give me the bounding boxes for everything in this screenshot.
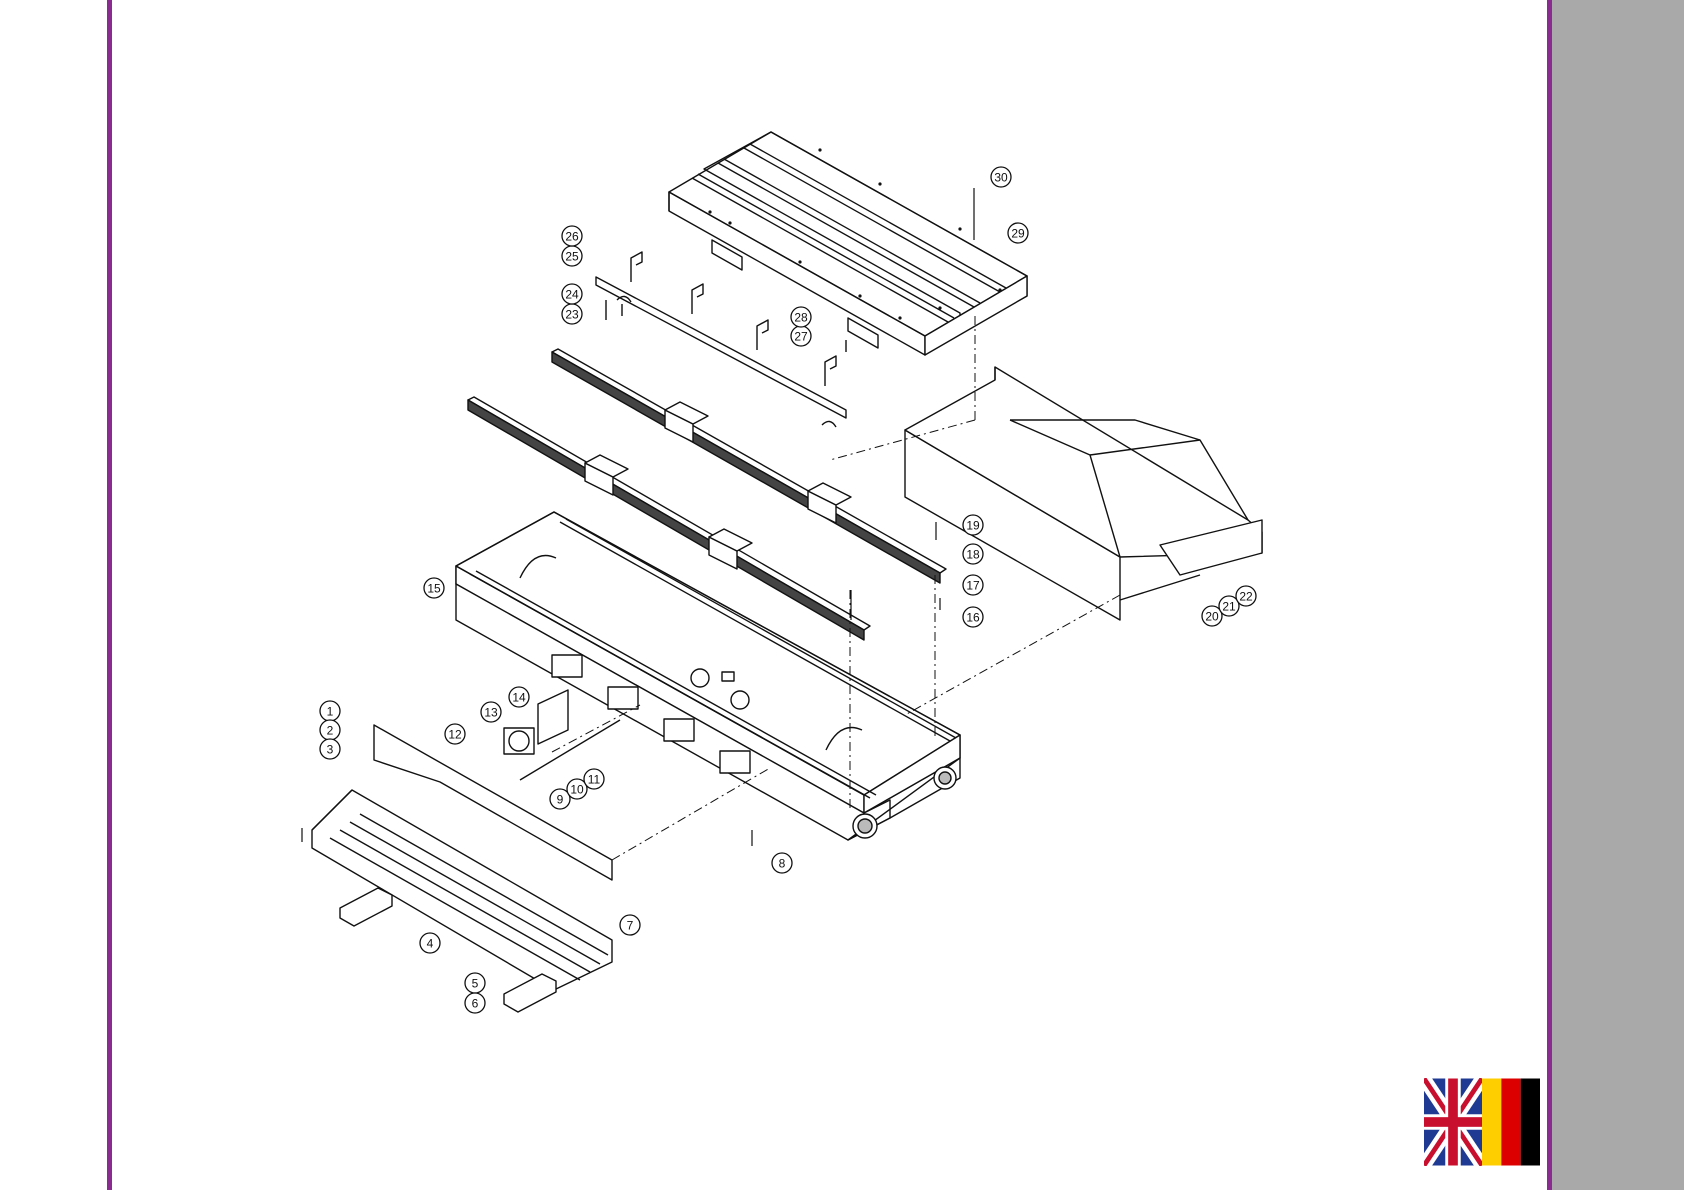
callout-number: 18 [966, 548, 980, 562]
part-callout-22: 22 [1236, 586, 1256, 606]
callout-number: 10 [570, 783, 584, 797]
callout-number: 19 [966, 519, 980, 533]
part-callout-14: 14 [509, 687, 529, 707]
callout-number: 12 [448, 728, 462, 742]
callout-number: 23 [565, 308, 579, 322]
callout-number: 13 [484, 706, 498, 720]
part-callout-13: 13 [481, 702, 501, 722]
callout-number: 16 [966, 611, 980, 625]
callout-number: 21 [1222, 600, 1236, 614]
callout-number: 30 [994, 171, 1008, 185]
callout-number: 2 [327, 724, 334, 738]
right-telescopic-cover [905, 367, 1262, 620]
part-callout-2: 2 [320, 720, 340, 740]
machine-bed [456, 512, 960, 840]
callout-number: 6 [472, 997, 479, 1011]
callout-number: 5 [472, 977, 479, 991]
left-telescopic-cover [312, 725, 612, 1012]
part-callout-18: 18 [963, 544, 983, 564]
part-callout-15: 15 [424, 578, 444, 598]
callout-number: 24 [565, 288, 579, 302]
callout-number: 3 [327, 743, 334, 757]
part-callout-7: 7 [620, 915, 640, 935]
callout-number: 28 [794, 311, 808, 325]
language-selector [1424, 1078, 1544, 1166]
part-callout-27: 27 [791, 326, 811, 346]
part-callout-17: 17 [963, 575, 983, 595]
part-callout-8: 8 [772, 853, 792, 873]
part-callout-3: 3 [320, 739, 340, 759]
part-callout-26: 26 [562, 226, 582, 246]
part-callout-5: 5 [465, 973, 485, 993]
part-callout-30: 30 [991, 167, 1011, 187]
part-callout-23: 23 [562, 304, 582, 324]
part-callout-19: 19 [963, 515, 983, 535]
part-callout-25: 25 [562, 246, 582, 266]
callout-number: 9 [557, 793, 564, 807]
callout-number: 11 [588, 773, 601, 787]
part-callout-11: 11 [584, 769, 604, 789]
german-flag-icon[interactable] [1482, 1078, 1540, 1166]
part-callout-4: 4 [420, 933, 440, 953]
callout-number: 22 [1239, 590, 1253, 604]
uk-flag-icon[interactable] [1424, 1078, 1482, 1166]
part-callout-29: 29 [1008, 223, 1028, 243]
callout-number: 7 [627, 919, 634, 933]
callout-number: 26 [565, 230, 579, 244]
callout-number: 4 [427, 937, 434, 951]
work-table [669, 132, 1027, 355]
callout-number: 1 [327, 705, 334, 719]
part-callout-28: 28 [791, 307, 811, 327]
callout-number: 29 [1011, 227, 1025, 241]
part-callout-1: 1 [320, 701, 340, 721]
callout-number: 15 [427, 582, 441, 596]
part-callout-24: 24 [562, 284, 582, 304]
part-callout-6: 6 [465, 993, 485, 1013]
callout-number: 8 [779, 857, 786, 871]
callout-number: 17 [966, 579, 980, 593]
callout-number: 27 [794, 330, 808, 344]
callout-number: 20 [1205, 610, 1219, 624]
part-callout-16: 16 [963, 607, 983, 627]
part-callout-12: 12 [445, 724, 465, 744]
callout-number: 25 [565, 250, 579, 264]
callout-number: 14 [512, 691, 526, 705]
